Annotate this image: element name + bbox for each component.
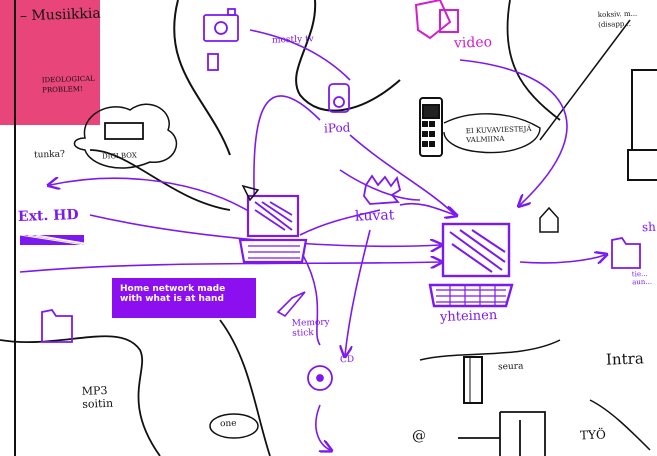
label-cd: CD bbox=[340, 355, 354, 365]
kuvat-icon bbox=[364, 176, 400, 204]
label-kuvat: kuvat bbox=[355, 207, 395, 224]
memory-stick-icon bbox=[278, 292, 305, 316]
laptop-right-icon bbox=[430, 224, 512, 306]
label-ipod: iPod bbox=[324, 121, 351, 136]
small-device-icon bbox=[208, 54, 218, 70]
label-musiikkia: – Musiikkia bbox=[20, 6, 101, 25]
folder-icon bbox=[42, 310, 72, 342]
label-ext-hd: Ext. HD bbox=[18, 207, 79, 225]
label-seura: seura bbox=[498, 362, 524, 373]
video-camera-icon bbox=[416, 0, 458, 38]
label-tyo: TYÖ bbox=[580, 428, 606, 443]
label-digi-box: DIGI BOX bbox=[102, 151, 137, 160]
folder-right-icon bbox=[612, 238, 640, 268]
mobile-phone-icon bbox=[420, 98, 442, 156]
label-yhteinen: yhteinen bbox=[440, 308, 498, 325]
label-right-side: sh bbox=[642, 220, 656, 234]
seura-device-icon bbox=[464, 357, 482, 403]
label-ideological: IDEOLOGICAL PROBLEM! bbox=[42, 74, 123, 96]
laptop-left-icon bbox=[240, 196, 306, 262]
label-right-top: koksiv. m... (disapp... bbox=[598, 9, 657, 31]
house-icon bbox=[540, 208, 558, 232]
digi-box-icon bbox=[105, 123, 143, 139]
label-mostly-tv: mostly tv bbox=[272, 34, 314, 45]
caption-note: Home network made with what is at hand bbox=[112, 278, 256, 318]
label-one: one bbox=[220, 419, 237, 430]
label-video: video bbox=[454, 34, 493, 51]
label-mp3-soitin: MP3 soitin bbox=[82, 383, 131, 411]
label-at: @ bbox=[412, 428, 427, 444]
label-tunka: tunka? bbox=[34, 149, 65, 160]
ipod-icon bbox=[329, 84, 349, 112]
cd-icon bbox=[308, 366, 332, 390]
label-intra: Intra bbox=[606, 349, 644, 368]
label-memory-stick: Memory stick bbox=[292, 317, 341, 339]
camera-icon bbox=[204, 9, 238, 41]
screen-device-icon bbox=[632, 70, 657, 150]
divider-line bbox=[296, 0, 400, 111]
label-kuvaviesteja: EI KUVAVIESTEJÄ VALMIINA bbox=[466, 125, 537, 146]
divider-line bbox=[174, 0, 230, 155]
label-right-side-2: tie... aun... bbox=[632, 270, 657, 287]
